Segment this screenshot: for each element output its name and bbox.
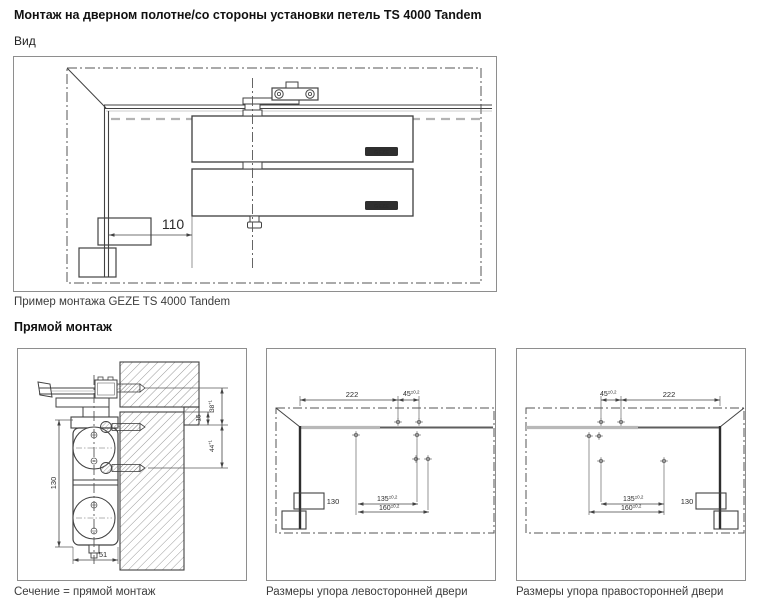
dimension-160: 160±0,2 <box>358 504 429 514</box>
dimension-51: 51 <box>72 547 119 564</box>
dimension-45: 45±0,2 <box>398 390 420 402</box>
door-closer-body-tandem: GEZE GEZE <box>191 109 414 229</box>
dimension-45: 45±0,2 <box>600 390 621 402</box>
dimension-label: 130 <box>681 497 694 506</box>
mounting-screw <box>116 383 146 393</box>
pinion-shaft <box>249 215 260 223</box>
dimension-label: 15 <box>196 414 203 422</box>
dimension-135: 135±0,2 <box>601 495 664 506</box>
svg-text:GEZE: GEZE <box>374 150 389 156</box>
dimension-135: 135±0,2 <box>358 495 418 506</box>
right-door-drawing-panel: 45±0,2 222 135±0,2 160±0,2 130 <box>516 348 746 581</box>
wall-corner-diagonal <box>66 67 107 109</box>
door-stop-block <box>695 492 727 510</box>
door-stop-block <box>97 217 152 246</box>
view-section-label: Вид <box>14 34 36 48</box>
dimension-130: 130 <box>49 419 73 548</box>
view-caption: Пример монтажа GEZE TS 4000 Tandem <box>14 296 231 308</box>
door-outline-dashdot <box>525 407 745 534</box>
door-outline-dashdot <box>275 407 495 534</box>
door-leaf-section-hatched <box>119 411 185 571</box>
valve-screw-marker <box>90 431 98 535</box>
closer-arm <box>37 376 118 399</box>
left-door-drawing: 222 45±0,2 135±0,2 160±0,2 130 <box>275 390 495 534</box>
door-stop-block <box>281 510 307 530</box>
mounting-screw <box>100 462 146 474</box>
section-caption: Сечение = прямой монтаж <box>14 586 156 598</box>
pinion-nut <box>247 221 262 229</box>
view-drawing-panel: GEZE GEZE 110 <box>13 56 497 292</box>
slide-rail <box>104 104 492 112</box>
view-drawing: GEZE GEZE 110 <box>66 67 492 284</box>
dimension-label: 130 <box>327 497 340 506</box>
page-title: Монтаж на дверном полотне/со стороны уст… <box>14 8 482 22</box>
door-stop-block <box>713 510 739 530</box>
dimension-label: 160±0,2 <box>621 504 642 513</box>
dimension-label: 222 <box>346 390 359 399</box>
dimension-label: 45±0,2 <box>600 390 617 399</box>
geze-logo-badge: GEZE <box>365 201 398 210</box>
section-drawing: 130 51 38+1 15 <box>37 361 228 571</box>
door-stop-block <box>293 492 325 510</box>
left-door-caption: Размеры упора левосторонней двери <box>266 586 468 598</box>
dimension-label: 45±0,2 <box>403 390 420 399</box>
wall-corner-diagonal <box>275 407 301 428</box>
dimension-110: 110 <box>109 216 193 268</box>
door-stop-block <box>78 247 117 278</box>
dimension-label: 222 <box>663 390 676 399</box>
dimension-222: 222 <box>300 390 398 402</box>
dimension-222: 222 <box>621 390 720 402</box>
dimension-label: 130 <box>49 477 58 490</box>
closer-body-section <box>55 397 119 559</box>
direct-mount-heading: Прямой монтаж <box>14 320 112 334</box>
dimension-label: 51 <box>99 550 107 559</box>
left-door-drawing-panel: 222 45±0,2 135±0,2 160±0,2 130 <box>266 348 496 581</box>
wall-corner-diagonal <box>719 407 745 428</box>
mounting-screw <box>100 421 146 433</box>
dimension-label: 110 <box>162 216 185 232</box>
dimension-label: 135±0,2 <box>377 495 398 504</box>
drill-hole-markers <box>351 417 433 464</box>
right-door-drawing: 45±0,2 222 135±0,2 160±0,2 130 <box>525 390 745 534</box>
dimension-160: 160±0,2 <box>589 504 664 514</box>
dimension-label: 44+1 <box>208 439 217 452</box>
section-drawing-panel: 130 51 38+1 15 <box>17 348 247 581</box>
dimension-label: 38+1 <box>208 399 217 412</box>
dimension-44: 44+1 <box>148 425 228 469</box>
right-door-caption: Размеры упора правосторонней двери <box>516 586 724 598</box>
dimension-15: 15 <box>185 411 214 425</box>
door-edge <box>103 105 110 277</box>
svg-text:GEZE: GEZE <box>374 204 389 210</box>
door-outline-dashdot <box>66 67 482 284</box>
drill-hole-markers <box>584 417 669 466</box>
geze-logo-badge: GEZE <box>365 147 398 156</box>
dimension-label: 160±0,2 <box>379 504 400 513</box>
dimension-label: 135±0,2 <box>623 495 644 504</box>
